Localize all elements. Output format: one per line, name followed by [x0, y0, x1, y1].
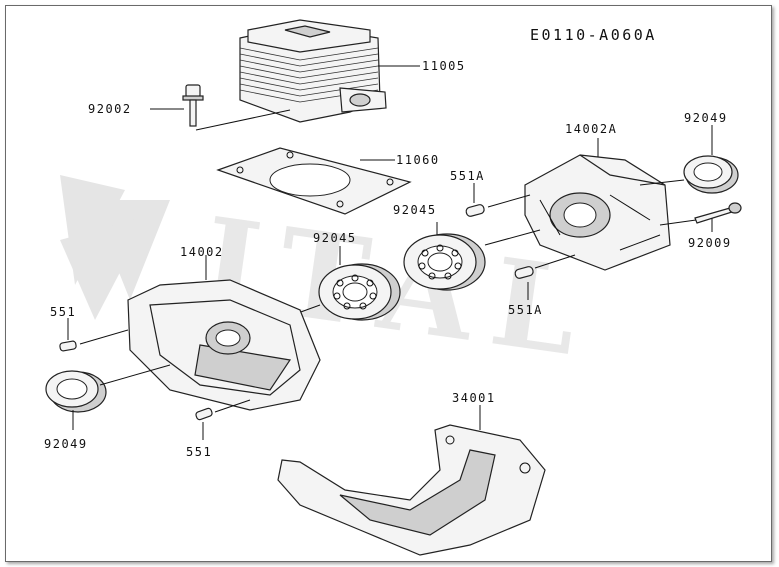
label-seal-top-right: 92049: [684, 111, 728, 125]
crankcase-b-part: [127, 279, 321, 411]
screw-right: [694, 202, 742, 224]
gasket-part: [216, 147, 412, 215]
label-screw-right: 92009: [688, 236, 732, 250]
cylinder-bolt: [182, 84, 204, 127]
bearing-upper: [403, 233, 486, 291]
pin-bottom: [195, 407, 213, 421]
seal-left: [45, 370, 107, 413]
label-pin-mid: 551A: [508, 303, 543, 317]
pin-top: [465, 204, 485, 217]
cylinder-part: [239, 19, 387, 123]
pin-left: [59, 340, 77, 352]
label-gasket: 11060: [396, 153, 440, 167]
crankcase-a-part: [524, 154, 671, 271]
label-seal-left: 92049: [44, 437, 88, 451]
pin-mid: [514, 266, 534, 279]
label-cylinder-bolt: 92002: [88, 102, 132, 116]
label-bearing-lower: 92045: [313, 231, 357, 245]
label-pin-left: 551: [50, 305, 76, 319]
label-engine-mount: 34001: [452, 391, 496, 405]
label-bearing-upper: 92045: [393, 203, 437, 217]
label-pin-top: 551A: [450, 169, 485, 183]
diagram-code: E0110-A060A: [530, 26, 657, 44]
engine-mount-part: [277, 424, 546, 556]
label-crankcase-a: 14002A: [565, 122, 617, 136]
seal-top-right: [683, 155, 739, 194]
label-cylinder: 11005: [422, 59, 466, 73]
label-pin-bottom: 551: [186, 445, 212, 459]
label-crankcase-b: 14002: [180, 245, 224, 259]
bearing-lower: [318, 263, 401, 321]
